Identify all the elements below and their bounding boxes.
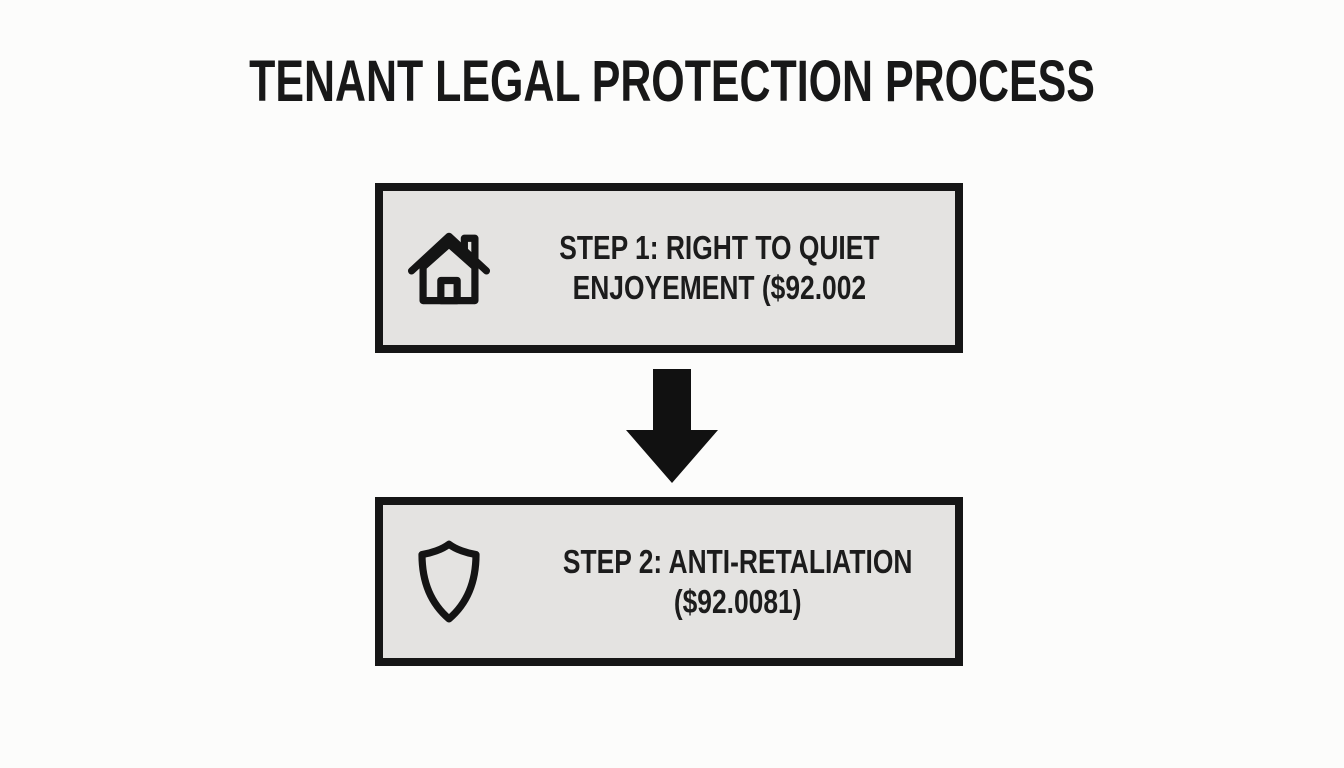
house-icon xyxy=(401,219,497,317)
down-arrow-icon xyxy=(626,369,718,483)
step-2-box: STEP 2: ANTI-RETALIATION ($92.0081) xyxy=(375,497,963,666)
shield-icon xyxy=(413,536,485,628)
step-1-icon-cell xyxy=(383,219,515,317)
step-1-label: STEP 1: RIGHT TO QUIET ENJOYEMENT ($92.0… xyxy=(559,228,913,307)
page-title: TENANT LEGAL PROTECTION PROCESS xyxy=(249,49,1095,114)
step-2-icon-cell xyxy=(383,536,515,628)
step-1-box: STEP 1: RIGHT TO QUIET ENJOYEMENT ($92.0… xyxy=(375,183,963,353)
step-2-line-1: STEP 2: ANTI-RETALIATION xyxy=(562,542,913,580)
step-1-line-1: STEP 1: RIGHT TO QUIET xyxy=(559,229,880,267)
step-2-line-2: ($92.0081) xyxy=(673,582,802,620)
step-1-line-2: ENJOYEMENT ($92.002 xyxy=(572,269,867,306)
step-2-label: STEP 2: ANTI-RETALIATION ($92.0081) xyxy=(563,542,946,621)
